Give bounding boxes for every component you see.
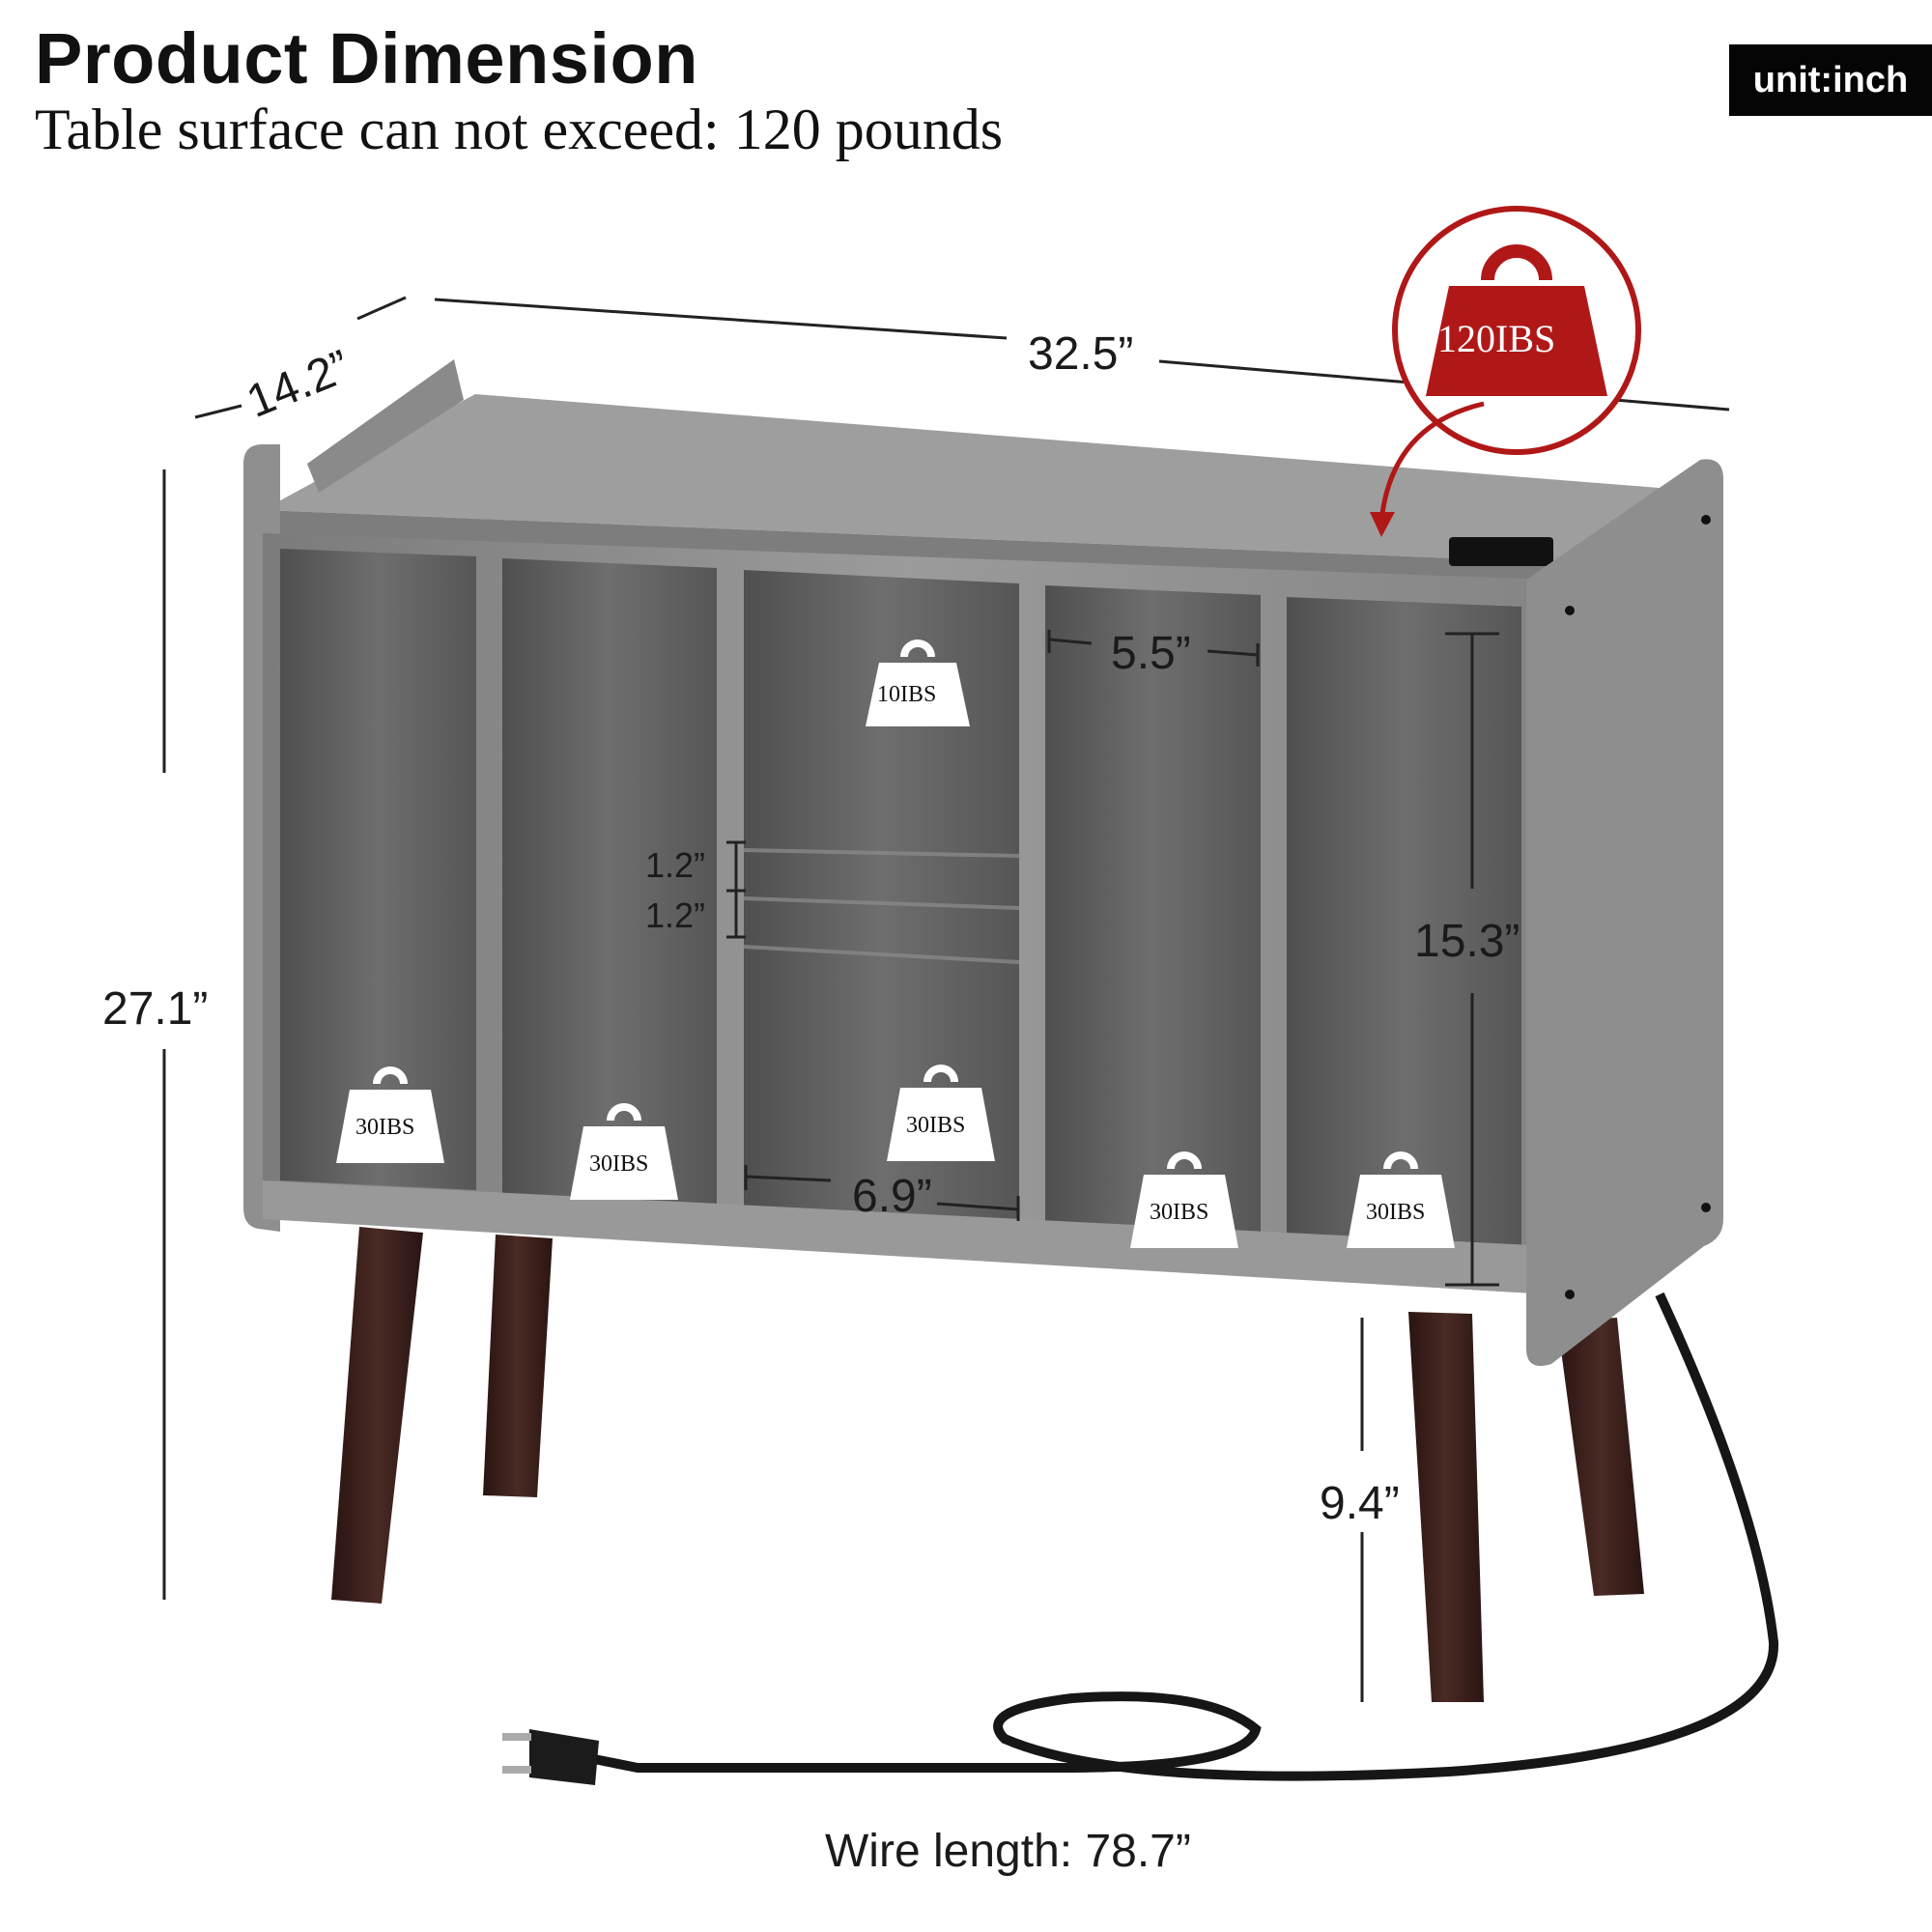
- weight-tag-middle: 10IBS: [866, 639, 970, 726]
- cabinet-body: [263, 533, 1551, 1294]
- svg-text:30IBS: 30IBS: [1366, 1200, 1425, 1225]
- cubby-1: [280, 549, 476, 1190]
- right-side-panel: [1526, 459, 1723, 1366]
- svg-text:30IBS: 30IBS: [906, 1113, 965, 1138]
- cubby-4: [1045, 585, 1261, 1236]
- cubby-width-small-label: 5.5”: [1111, 628, 1191, 679]
- weight-tag-cubby-5: 30IBS: [1347, 1151, 1455, 1248]
- cubby-5: [1287, 597, 1521, 1254]
- svg-text:10IBS: 10IBS: [877, 682, 936, 707]
- weight-tag-cubby-1: 30IBS: [336, 1066, 444, 1163]
- top-weight-label: 120IBS: [1437, 317, 1555, 360]
- dimension-lines: [162, 296, 1730, 1702]
- slot-gap-1-label: 1.2”: [645, 845, 705, 885]
- record-divider-slots: [743, 848, 1020, 964]
- svg-text:30IBS: 30IBS: [355, 1115, 414, 1140]
- weight-tag-cubby-3: 30IBS: [887, 1065, 995, 1161]
- cabinet-legs: [331, 1227, 1644, 1702]
- plug-icon: [529, 1729, 599, 1785]
- cubby-width-large-label: 6.9”: [852, 1171, 932, 1222]
- svg-text:30IBS: 30IBS: [589, 1151, 648, 1177]
- cubby-height-label: 15.3”: [1414, 916, 1520, 967]
- cubby-2: [502, 558, 717, 1204]
- leg-height-label: 9.4”: [1320, 1478, 1400, 1529]
- svg-text:30IBS: 30IBS: [1150, 1200, 1208, 1225]
- wire-length-label: Wire length: 78.7”: [825, 1826, 1191, 1877]
- unit-badge: unit:inch: [1729, 44, 1932, 116]
- depth-label: 14.2”: [240, 341, 356, 428]
- height-label: 27.1”: [102, 983, 208, 1035]
- cubby-3: [744, 570, 1019, 1219]
- power-cord: [502, 1292, 1779, 1785]
- page-title: Product Dimension: [35, 18, 698, 99]
- weight-tag-cubby-2: 30IBS: [570, 1103, 678, 1200]
- load-limit-subtitle: Table surface can not exceed: 120 pounds: [35, 98, 1004, 161]
- weight-tag-cubby-4: 30IBS: [1130, 1151, 1238, 1248]
- top-load-callout: 120IBS: [1370, 206, 1641, 537]
- weight-icon: [1426, 286, 1607, 396]
- power-outlet-strip: [1449, 537, 1553, 566]
- slot-gap-2-label: 1.2”: [645, 895, 705, 935]
- width-label: 32.5”: [1028, 328, 1133, 380]
